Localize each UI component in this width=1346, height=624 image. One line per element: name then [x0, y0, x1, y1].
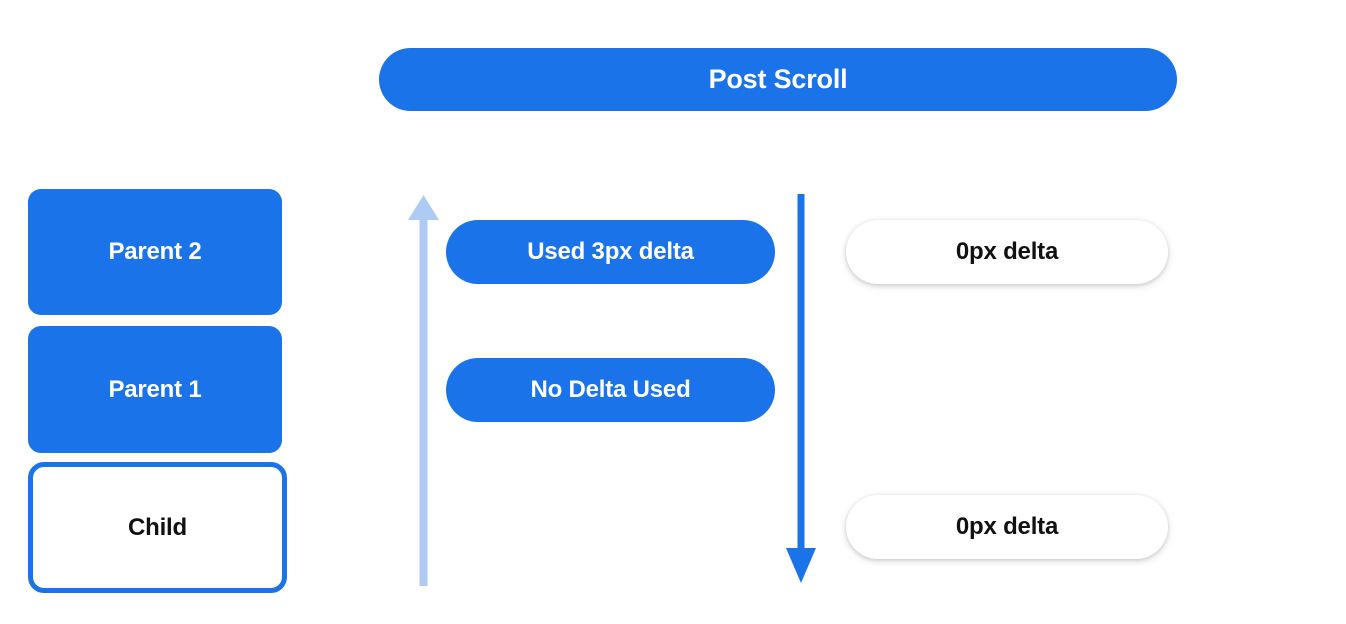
result-pill-top-label: 0px delta — [955, 238, 1059, 265]
delta-pill-used-3px: Used 3px delta — [446, 220, 775, 284]
delta-pill-used-3px-label: Used 3px delta — [527, 238, 694, 265]
delta-pill-no-delta-used: No Delta Used — [446, 358, 775, 422]
node-parent-1: Parent 1 — [28, 326, 282, 453]
arrow-up-icon — [408, 195, 439, 586]
arrow-down-icon — [786, 194, 816, 583]
result-pill-bottom-label: 0px delta — [955, 513, 1059, 540]
result-pill-bottom: 0px delta — [846, 495, 1168, 559]
header-pill: Post Scroll — [379, 48, 1177, 111]
node-child: Child — [28, 462, 287, 593]
page-title: Post Scroll — [708, 64, 848, 94]
delta-pill-no-delta-used-label: No Delta Used — [530, 376, 691, 403]
node-child-label: Child — [128, 513, 187, 541]
node-parent-1-label: Parent 1 — [108, 375, 202, 403]
node-parent-2: Parent 2 — [28, 189, 282, 315]
result-pill-top: 0px delta — [846, 220, 1168, 284]
node-parent-2-label: Parent 2 — [108, 238, 202, 265]
